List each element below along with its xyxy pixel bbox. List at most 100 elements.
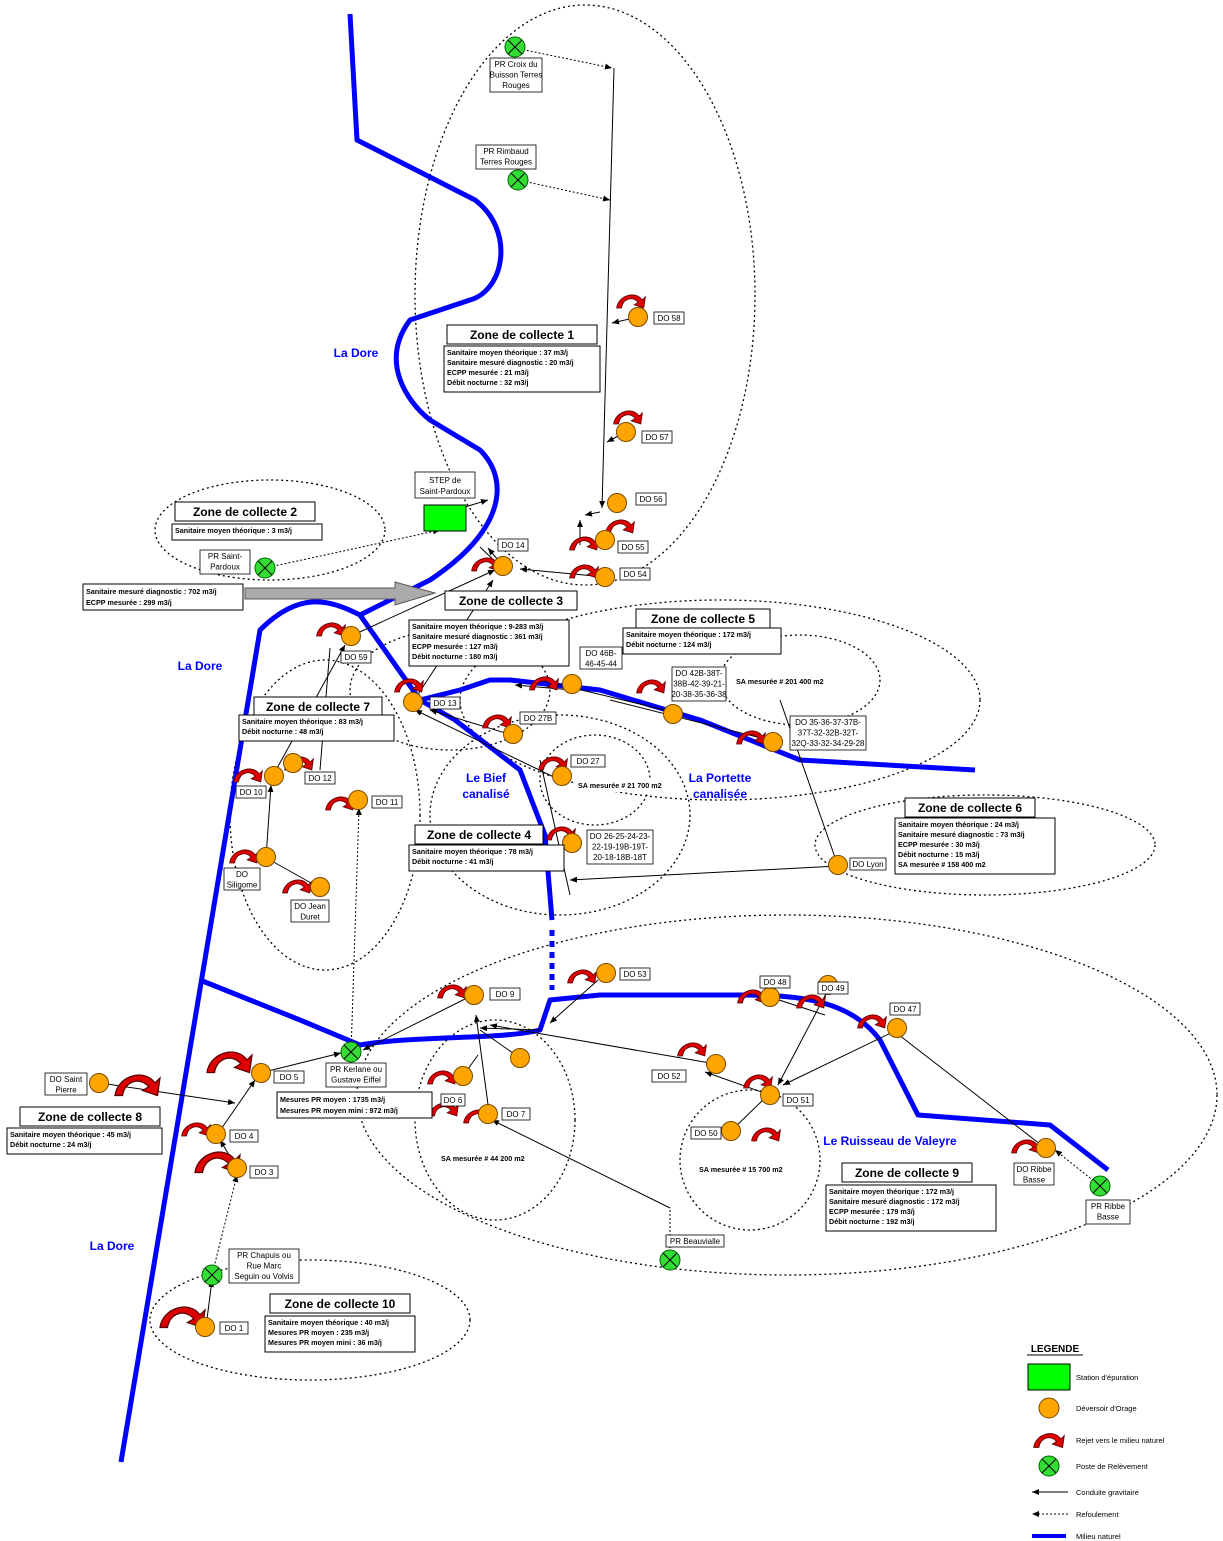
info-line: SA mesurée # 201 400 m2	[736, 677, 824, 686]
legend-item-do: Déversoir d'Orage	[1038, 1397, 1137, 1419]
overflow-label: DO 3	[255, 1168, 274, 1177]
rejet-icon	[569, 536, 599, 551]
overflow-label-box	[497, 538, 529, 552]
overflow-label: DO 4	[235, 1132, 254, 1141]
pump-label: PR Rimbaud	[483, 147, 528, 156]
overflow-label-box	[635, 492, 667, 506]
overflow-icon	[503, 724, 523, 744]
legend-label: Poste de Relèvement	[1076, 1462, 1149, 1471]
overflow-label-box	[653, 311, 685, 325]
overflow-label: DO 12	[308, 774, 332, 783]
legend-item-step: Station d'épuration	[1027, 1363, 1138, 1391]
overflow-icon	[493, 556, 513, 576]
legend-item-milieu: Milieu naturel	[1032, 1532, 1121, 1541]
overflow-label-box	[651, 1069, 687, 1083]
info-box	[438, 1151, 554, 1165]
pump-label: Pardoux	[210, 563, 240, 572]
zone-title: Zone de collecte 7	[266, 700, 370, 714]
zone-info-box	[264, 1315, 416, 1353]
overflow-label: 22-19-19B-19T-	[592, 843, 648, 852]
zone-info-line: ECPP mesurée : 21 m3/j	[447, 368, 529, 377]
overflow-do7: DO 7	[478, 1104, 531, 1124]
overflow-label: DO 14	[501, 541, 525, 550]
overflow-icon	[510, 1048, 530, 1068]
overflow-do13: DO 13	[403, 692, 461, 712]
info-line: SA mesurée # 15 700 m2	[699, 1165, 783, 1174]
overflow-icon	[403, 692, 423, 712]
overflow-label: 20-18-18B-18T	[593, 853, 647, 862]
zone-info-line: Mesures PR moyen mini : 36 m3/j	[268, 1338, 382, 1347]
zone-title-box	[444, 590, 578, 611]
overflow-label-box	[619, 567, 651, 581]
zone-info-line: Débit nocturne : 41 m3/j	[412, 857, 493, 866]
rejet-icon	[613, 410, 643, 425]
pump-label: Rouges	[502, 81, 530, 90]
overflow-label-box	[641, 430, 673, 444]
overflow-label-box	[579, 646, 623, 670]
overflow-do48: DO 48	[759, 975, 791, 1007]
overflow-label: DO 51	[786, 1096, 810, 1105]
zone-info-line: ECPP mesurée : 30 m3/j	[898, 840, 980, 849]
overflow-icon	[195, 1317, 215, 1337]
overflow-label: DO Jean	[294, 902, 326, 911]
overflow-do54: DO 54	[595, 567, 651, 587]
legend-item-grav: Conduite gravitaire	[1032, 1488, 1139, 1497]
legend-step-icon	[1027, 1363, 1071, 1391]
pump-station-icon	[504, 36, 526, 58]
pump-station-icon	[1089, 1175, 1111, 1197]
overflow-label-box	[223, 867, 261, 891]
overflow-icon	[341, 626, 361, 646]
zone-info-line: Sanitaire mesuré diagnostic : 361 m3/j	[412, 632, 543, 641]
info-step-in: Sanitaire mesuré diagnostic : 702 m3/jEC…	[82, 583, 244, 611]
pump-label-box	[489, 57, 543, 93]
rejet-icon	[316, 622, 346, 637]
zone-info-line: Débit nocturne : 24 m3/j	[10, 1140, 91, 1149]
overflow-label-box	[619, 967, 651, 981]
overflow-label-box	[690, 1126, 722, 1140]
zone-info-line: Sanitaire moyen théorique : 24 m3/j	[898, 820, 1019, 829]
overflow-label: DO Saint	[50, 1075, 83, 1084]
zone-info-box	[825, 1184, 997, 1232]
zone-title-box	[904, 797, 1036, 818]
pump-station-icon	[340, 1041, 362, 1063]
overflow-label-box	[489, 987, 521, 1001]
overflow-icon	[206, 1124, 226, 1144]
overflow-label-box	[273, 1070, 305, 1084]
zone-info-line: SA mesurée # 158 400 m2	[898, 860, 986, 869]
overflow-do9: DO 9	[464, 985, 521, 1005]
zone-info-line: Sanitaire moyen théorique : 172 m3/j	[626, 630, 751, 639]
overflow-label-box	[782, 1093, 814, 1107]
pump-label: Basse	[1097, 1213, 1120, 1222]
overflow-icon	[264, 766, 284, 786]
overflow-label-box	[429, 696, 461, 710]
river-label-portette: La Portette	[689, 771, 752, 785]
river-label-dore-2: La Dore	[178, 659, 223, 673]
overflow-do5: DO 5	[251, 1063, 305, 1084]
overflow-label: Duret	[300, 913, 320, 922]
pump-station-icon	[659, 1249, 681, 1271]
overflow-do51: DO 51	[760, 1085, 814, 1107]
zone-info-line: Mesures PR moyen : 235 m3/j	[268, 1328, 369, 1337]
overflow-do59: DO 59	[340, 626, 372, 664]
overflow-do10: DO 10	[235, 766, 284, 799]
pump-pr-beauvialle: PR Beauvialle	[659, 1234, 725, 1271]
river-label-bief-2: canalisé	[462, 787, 510, 801]
rejet-icon	[857, 1014, 887, 1029]
zone-title: Zone de collecte 9	[855, 1166, 959, 1180]
overflow-label-box	[789, 715, 867, 751]
zone-title-box	[269, 1293, 411, 1314]
overflow-icon	[89, 1073, 109, 1093]
overflow-label: DO 53	[623, 970, 647, 979]
overflow-dolyon: DO Lyon	[828, 855, 887, 875]
pump-label: Terres Rouges	[480, 158, 532, 167]
overflow-icon	[760, 1085, 780, 1105]
rejet-icon	[229, 849, 259, 864]
